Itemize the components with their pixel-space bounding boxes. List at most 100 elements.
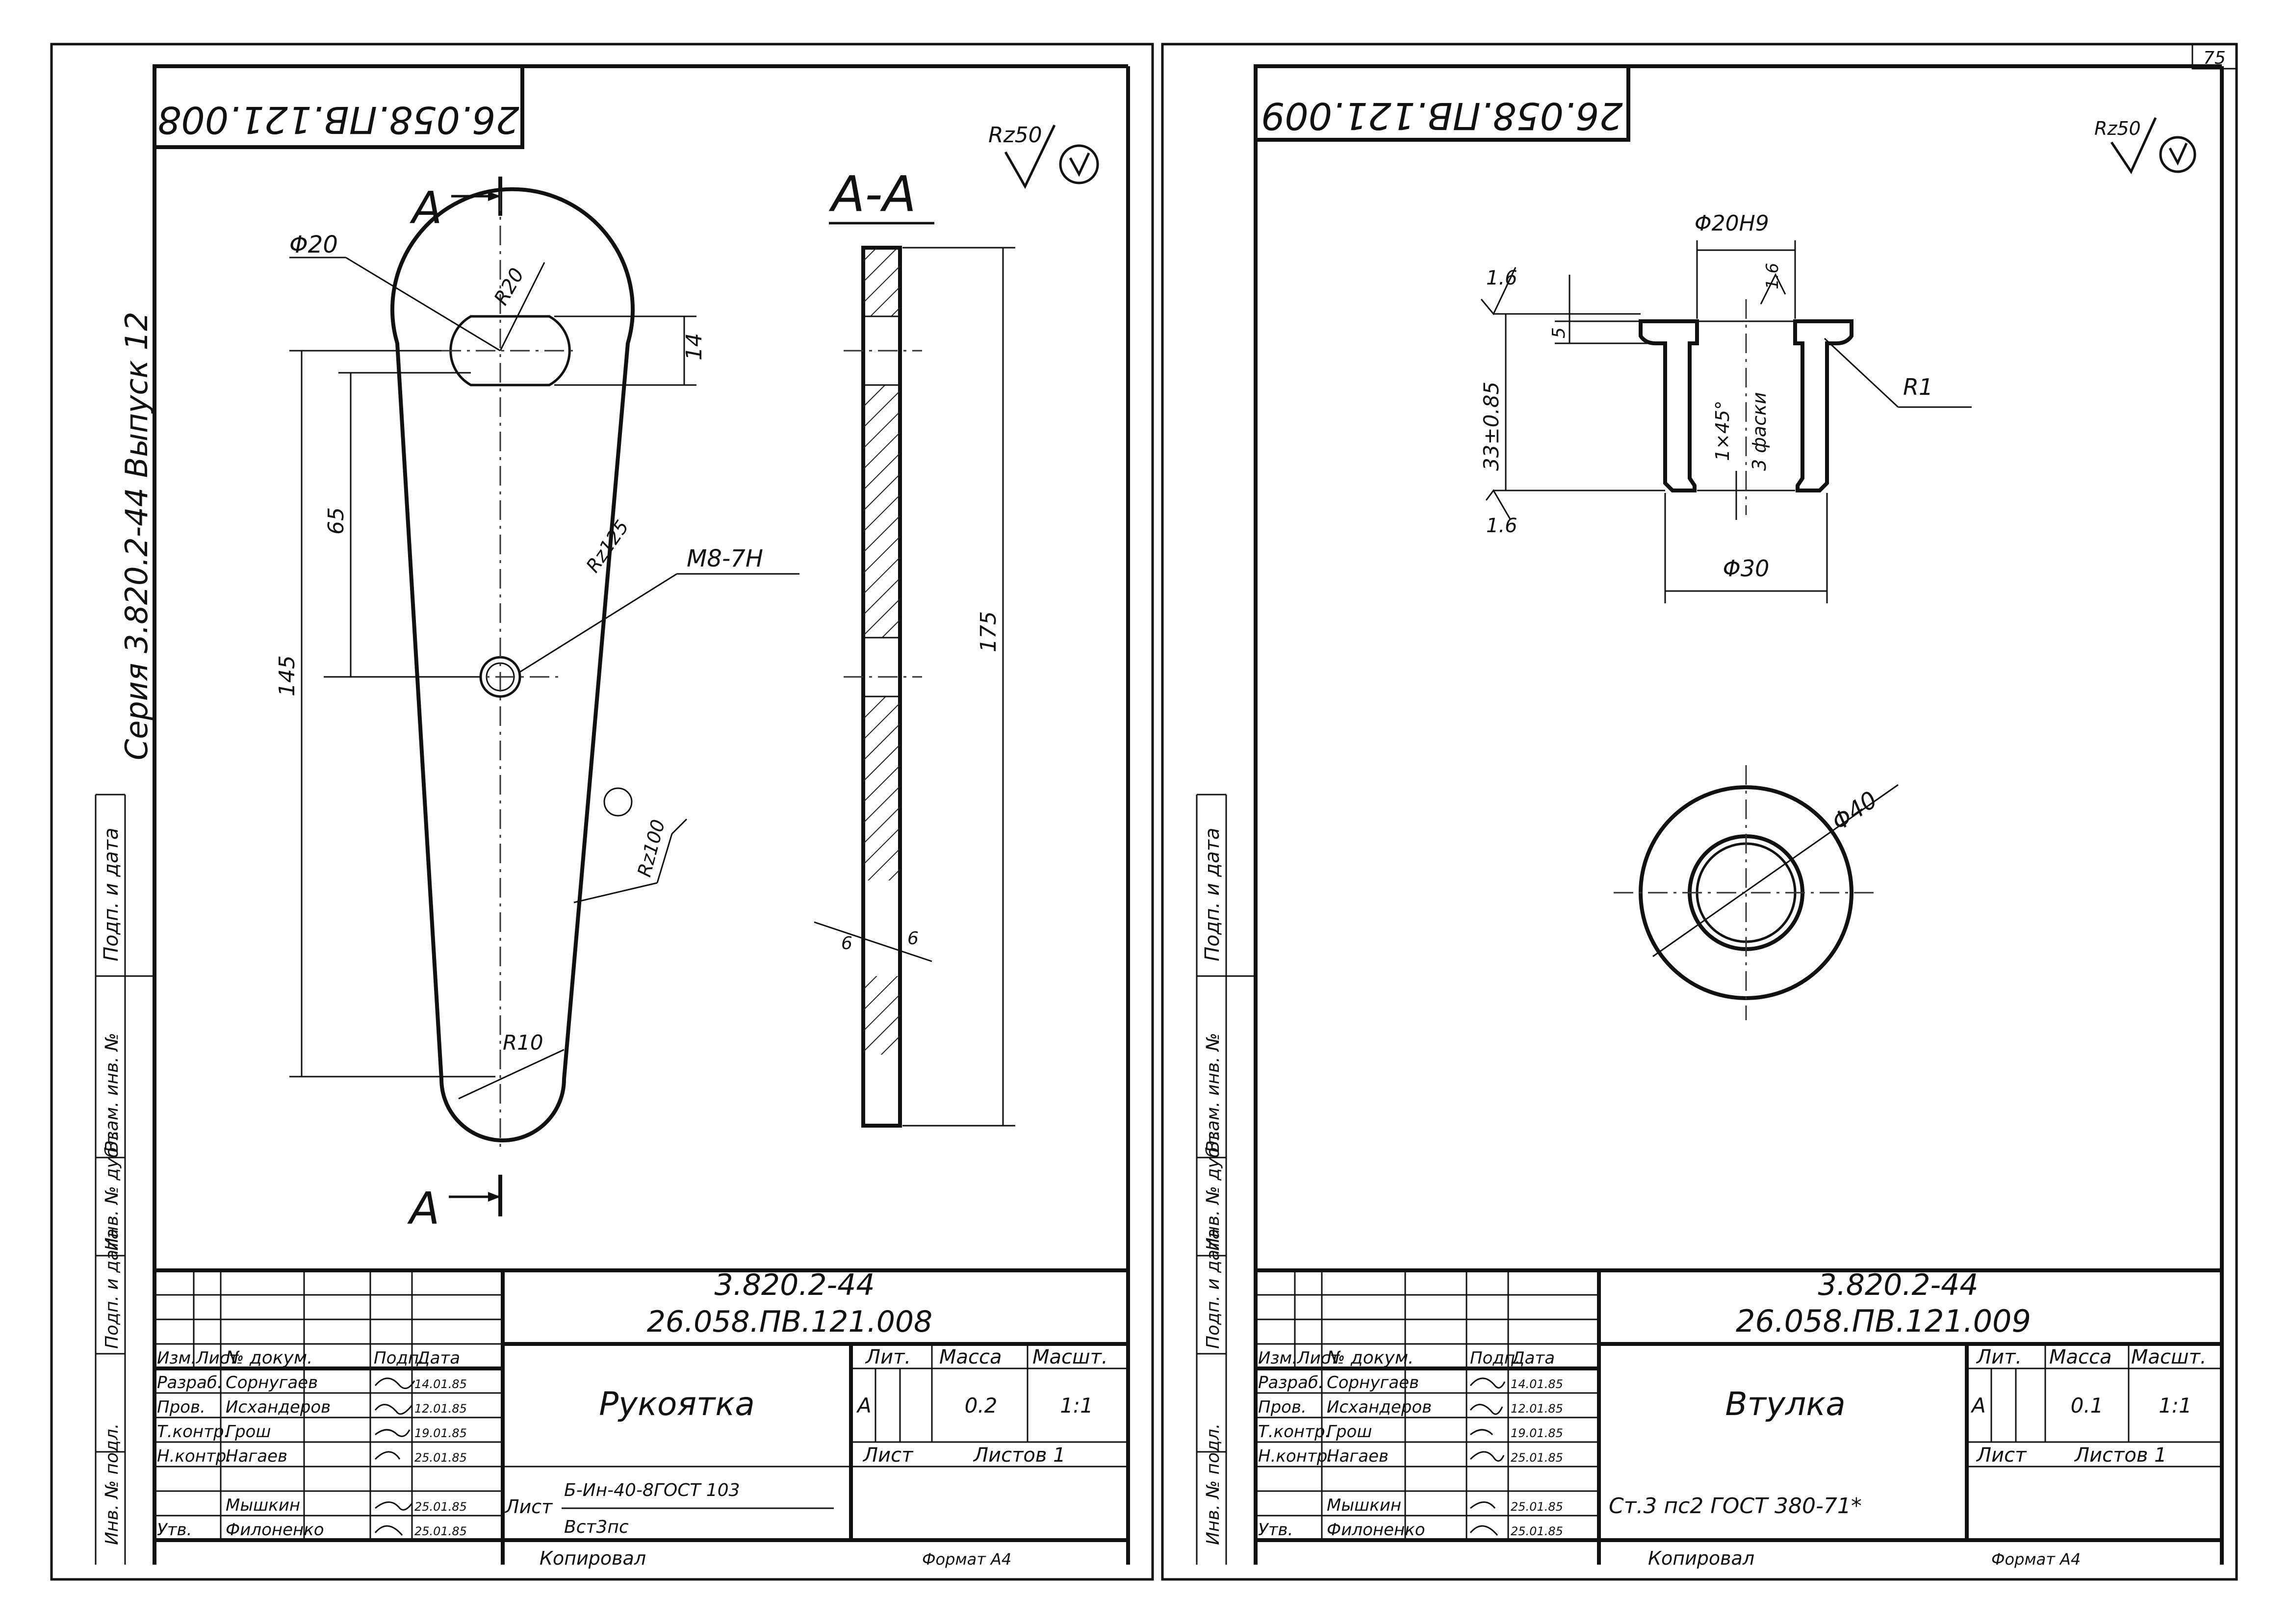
svg-text:Φ20H9: Φ20H9 [1695,211,1769,236]
svg-text:25.01.85: 25.01.85 [1511,1500,1563,1514]
section-marker-bottom: А [407,1175,502,1235]
signature-mark [1470,1429,1493,1436]
svg-text:Φ30: Φ30 [1723,555,1770,582]
svg-text:14: 14 [682,333,707,361]
svg-text:25.01.85: 25.01.85 [414,1524,467,1538]
svg-text:Рукоятка: Рукоятка [599,1385,755,1423]
right-code-stamp: 26.058.ПВ.121.009 [1254,64,1630,142]
svg-text:Лист: Лист [1296,1348,1340,1368]
svg-text:33±0.85: 33±0.85 [1479,382,1503,471]
svg-text:26.058.ПВ.121.008: 26.058.ПВ.121.008 [647,1305,932,1339]
svg-text:1.6: 1.6 [1763,263,1782,289]
svg-text:А: А [407,1183,440,1235]
svg-text:Утв.: Утв. [157,1520,192,1540]
svg-text:Rz100: Rz100 [633,817,669,879]
signature-mark [374,1525,403,1536]
bushing-top-view: Φ40 [1614,765,1899,1020]
dim-r10: R10 [458,1031,565,1100]
svg-text:Вст3пс: Вст3пс [564,1517,629,1537]
svg-text:А: А [1970,1393,1986,1418]
svg-text:Сорнугаев: Сорнугаев [226,1373,318,1392]
svg-text:1.6: 1.6 [1486,267,1518,289]
svg-text:14.01.85: 14.01.85 [414,1377,467,1391]
svg-text:14.01.85: 14.01.85 [1511,1377,1563,1391]
svg-text:Разраб.: Разраб. [157,1373,223,1392]
svg-text:Rz50: Rz50 [2094,118,2141,139]
page-number: 75 [2203,48,2226,68]
svg-text:0.1: 0.1 [2071,1393,2104,1418]
svg-text:Подп. и дата: Подп. и дата [1203,1229,1223,1349]
svg-text:А-А: А-А [828,165,916,223]
signature-mark [374,1404,413,1415]
signature-mark [1469,1404,1503,1415]
dim-65: 65 [324,372,481,678]
svg-text:Мышкин: Мышкин [226,1495,300,1515]
svg-text:Т.контр.: Т.контр. [1258,1422,1330,1442]
svg-text:А: А [856,1393,872,1418]
svg-text:26.058.ПВ.121.008: 26.058.ПВ.121.008 [157,98,519,142]
series-label: Серия 3.820.2-44 Выпуск 12 [119,311,154,760]
svg-text:Подп. и дата: Подп. и дата [100,828,123,961]
dim-rz125: Rz125 M8-7H [519,516,799,673]
svg-text:Лист: Лист [195,1348,239,1368]
dim-rz100: Rz100 [573,787,688,903]
svg-text:Лист: Лист [1976,1444,2027,1467]
svg-text:145: 145 [275,655,300,696]
svg-text:Копировал: Копировал [540,1547,646,1569]
left-roughness-mark: Rz50 [988,123,1099,189]
signature-mark [1469,1525,1498,1536]
right-title-block: 3.820.2-44 26.058.ПВ.121.009 Втулка Изм.… [1256,1268,2222,1569]
svg-text:Филоненко: Филоненко [1327,1520,1425,1540]
svg-text:Изм.: Изм. [157,1348,196,1368]
bushing-section [1639,299,1853,515]
left-outer-frame [50,43,1154,1581]
svg-text:Подп.: Подп. [374,1348,424,1368]
svg-text:Масшт.: Масшт. [2131,1346,2207,1368]
handle-slot [449,315,571,387]
svg-text:25.01.85: 25.01.85 [1511,1524,1563,1538]
svg-text:25.01.85: 25.01.85 [1511,1451,1563,1465]
signature-mark [1469,1451,1505,1462]
svg-text:Масшт.: Масшт. [1032,1346,1108,1368]
svg-text:Φ20: Φ20 [289,231,338,258]
svg-text:1.6: 1.6 [1486,515,1518,537]
dim-145: 145 [275,350,495,1078]
svg-text:Инв. № дубл.: Инв. № дубл. [1203,1130,1223,1251]
svg-text:Лист: Лист [504,1496,553,1518]
svg-text:Формат А4: Формат А4 [922,1550,1011,1569]
handle-outline [390,187,635,1142]
svg-text:Грош: Грош [226,1422,271,1442]
svg-text:Взам. инв. №: Взам. инв. № [102,1033,122,1153]
svg-text:1×45°: 1×45° [1712,401,1733,461]
svg-text:1:1: 1:1 [1060,1393,1093,1418]
svg-text:R10: R10 [503,1031,543,1055]
svg-text:Разраб.: Разраб. [1258,1373,1324,1392]
svg-text:Подп. и дата: Подп. и дата [102,1229,122,1349]
signature-mark [374,1451,401,1460]
svg-text:Инв. № дубл.: Инв. № дубл. [102,1130,122,1251]
left-code-stamp: 26.058.ПВ.121.008 [153,64,524,149]
svg-text:Пров.: Пров. [1258,1397,1307,1417]
svg-text:Лит.: Лит. [1976,1346,2022,1368]
svg-text:Н.контр.: Н.контр. [157,1446,232,1466]
svg-text:Исхандеров: Исхандеров [226,1397,331,1417]
svg-text:Подп.: Подп. [1470,1348,1520,1368]
svg-text:175: 175 [976,611,1001,652]
svg-text:6: 6 [841,933,852,954]
svg-text:№ докум.: № докум. [225,1348,312,1368]
svg-text:Нагаев: Нагаев [226,1446,287,1466]
dim-r20: R20 [490,262,545,351]
svg-text:19.01.85: 19.01.85 [414,1426,467,1440]
svg-text:3.820.2-44: 3.820.2-44 [1818,1268,1978,1302]
svg-text:Копировал: Копировал [1648,1547,1754,1569]
svg-text:26.058.ПВ.121.009: 26.058.ПВ.121.009 [1736,1303,2031,1339]
left-margin-stamp: Подп. и дата Взам. инв. № Инв. № дубл. П… [95,794,154,1565]
svg-text:Изм.: Изм. [1258,1348,1297,1368]
svg-text:25.01.85: 25.01.85 [414,1500,467,1514]
svg-text:Дата: Дата [1511,1348,1555,1368]
signature-mark [1469,1377,1506,1389]
signature-mark [375,1501,413,1511]
svg-text:6: 6 [907,928,919,949]
svg-text:Филоненко: Филоненко [226,1520,324,1540]
